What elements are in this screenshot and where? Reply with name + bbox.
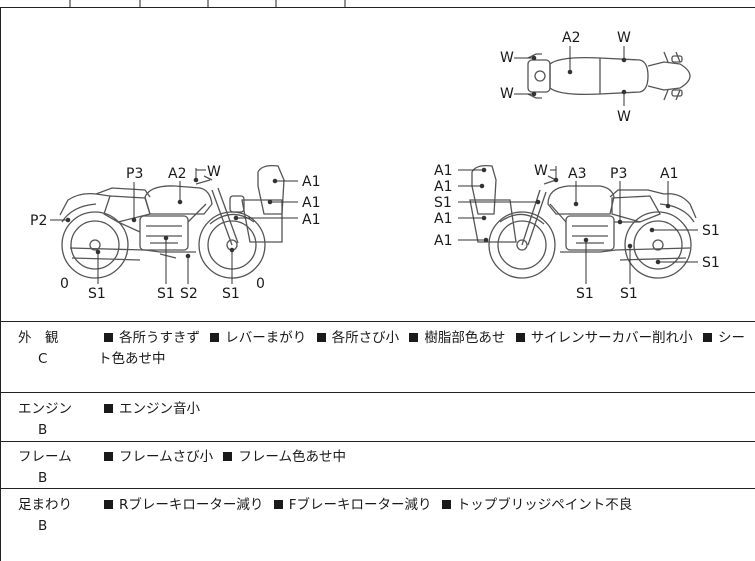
label-w: W: [207, 164, 221, 180]
condition-item: エンジン音小: [119, 401, 200, 417]
label-0: 0: [256, 276, 265, 292]
labels-right: A1 A1 S1 A1 A1 W A3 P3 A1 S1 S1 S1 S1: [434, 163, 720, 302]
row-grade: B: [38, 470, 48, 486]
bullet-square-icon: [273, 500, 283, 509]
row-divider: [0, 488, 755, 489]
label-s1: S1: [702, 223, 720, 239]
label-s1: S1: [88, 286, 106, 302]
row-engine-head: エンジン B: [18, 399, 72, 441]
label-a2: A2: [168, 166, 186, 182]
row-grade: C: [38, 351, 48, 367]
label-w: W: [500, 50, 514, 66]
label-a1: A1: [302, 195, 320, 211]
label-a1: A1: [434, 233, 452, 249]
motorcycle-side-view-left: [59, 164, 285, 279]
bullet-square-icon: [702, 333, 712, 342]
label-a1: A1: [302, 212, 320, 228]
bullet-square-icon: [441, 500, 451, 509]
row-suspension-items: Rブレーキローター減り Fブレーキローター減り トップブリッジペイント不良: [98, 495, 745, 516]
row-frame-head: フレーム B: [18, 447, 72, 489]
row-exterior-items: 各所うすきず レバーまがり 各所さび小 樹脂部色あせ サイレンサーカバー削れ小 …: [98, 328, 745, 370]
condition-item: 各所さび小: [331, 330, 400, 346]
row-exterior: 外 観 C 各所うすきず レバーまがり 各所さび小 樹脂部色あせ サイレンサーカ…: [0, 322, 755, 392]
labels-top: A2 W W W W: [500, 30, 631, 125]
label-s1: S1: [576, 286, 594, 302]
label-s1: S1: [222, 286, 240, 302]
row-divider: [0, 441, 755, 442]
row-category: エンジン: [18, 401, 72, 417]
labels-left: P3 A2 W A1 A1 A1 P2 0 S1 S1 S2 S1 0: [30, 164, 320, 302]
condition-item: レバーまがり: [225, 330, 307, 346]
label-a3: A3: [568, 166, 586, 182]
row-grade: B: [38, 518, 48, 534]
row-engine-items: エンジン音小: [98, 399, 745, 420]
row-frame: フレーム B フレームさび小 フレーム色あせ中: [0, 442, 755, 488]
condition-item: 樹脂部色あせ: [424, 330, 506, 346]
condition-item: フレームさび小: [119, 449, 214, 465]
damage-diagram: P3 A2 W A1 A1 A1 P2 0 S1 S1 S2 S1 0: [0, 8, 755, 322]
label-p2: P2: [30, 213, 47, 229]
label-a1: A1: [434, 179, 452, 195]
label-a2: A2: [562, 30, 580, 46]
bullet-square-icon: [515, 333, 525, 342]
condition-item: 各所うすきず: [119, 330, 200, 346]
label-a1: A1: [434, 211, 452, 227]
condition-item: トップブリッジペイント不良: [456, 497, 633, 513]
label-a1: A1: [434, 163, 452, 179]
leader-lines-left: [50, 168, 298, 284]
leader-lines-right: [458, 166, 698, 284]
bullet-square-icon: [104, 333, 113, 342]
row-grade: B: [38, 422, 48, 438]
row-engine: エンジン B エンジン音小: [0, 393, 755, 441]
label-a1: A1: [302, 174, 320, 190]
label-p3: P3: [610, 166, 627, 182]
label-w: W: [500, 86, 514, 102]
condition-item: シート色あせ中: [98, 330, 745, 367]
motorcycle-top-view: [527, 51, 691, 101]
row-exterior-head: 外 観 C: [18, 328, 59, 370]
row-suspension: 足まわり B Rブレーキローター減り Fブレーキローター減り トップブリッジペイ…: [0, 489, 755, 561]
condition-item: フレーム色あせ中: [238, 449, 347, 465]
label-p3: P3: [126, 166, 143, 182]
row-category: 外 観: [18, 330, 59, 346]
leader-lines-top: [514, 46, 627, 106]
label-w: W: [617, 30, 631, 46]
label-w: W: [617, 109, 631, 125]
label-0: 0: [60, 276, 69, 292]
bullet-square-icon: [409, 333, 419, 342]
label-a1: A1: [660, 166, 678, 182]
bullet-square-icon: [104, 500, 113, 509]
label-s1: S1: [157, 286, 175, 302]
label-s1: S1: [620, 286, 638, 302]
label-s1: S1: [434, 195, 452, 211]
row-category: フレーム: [18, 449, 72, 465]
top-table-strip: [0, 0, 755, 8]
motorcycle-side-view-right: [469, 164, 697, 279]
label-w: W: [534, 163, 548, 179]
bullet-square-icon: [210, 333, 220, 342]
row-suspension-head: 足まわり B: [18, 495, 72, 537]
condition-item: Rブレーキローター減り: [119, 497, 264, 513]
bullet-square-icon: [316, 333, 326, 342]
label-s1: S1: [702, 255, 720, 271]
row-divider: [0, 392, 755, 393]
bullet-square-icon: [223, 452, 233, 461]
bullet-square-icon: [104, 452, 113, 461]
bullet-square-icon: [104, 404, 113, 413]
row-frame-items: フレームさび小 フレーム色あせ中: [98, 447, 745, 468]
condition-item: サイレンサーカバー削れ小: [530, 330, 693, 346]
condition-item: Fブレーキローター減り: [288, 497, 432, 513]
row-category: 足まわり: [18, 497, 72, 513]
label-s2: S2: [180, 286, 198, 302]
